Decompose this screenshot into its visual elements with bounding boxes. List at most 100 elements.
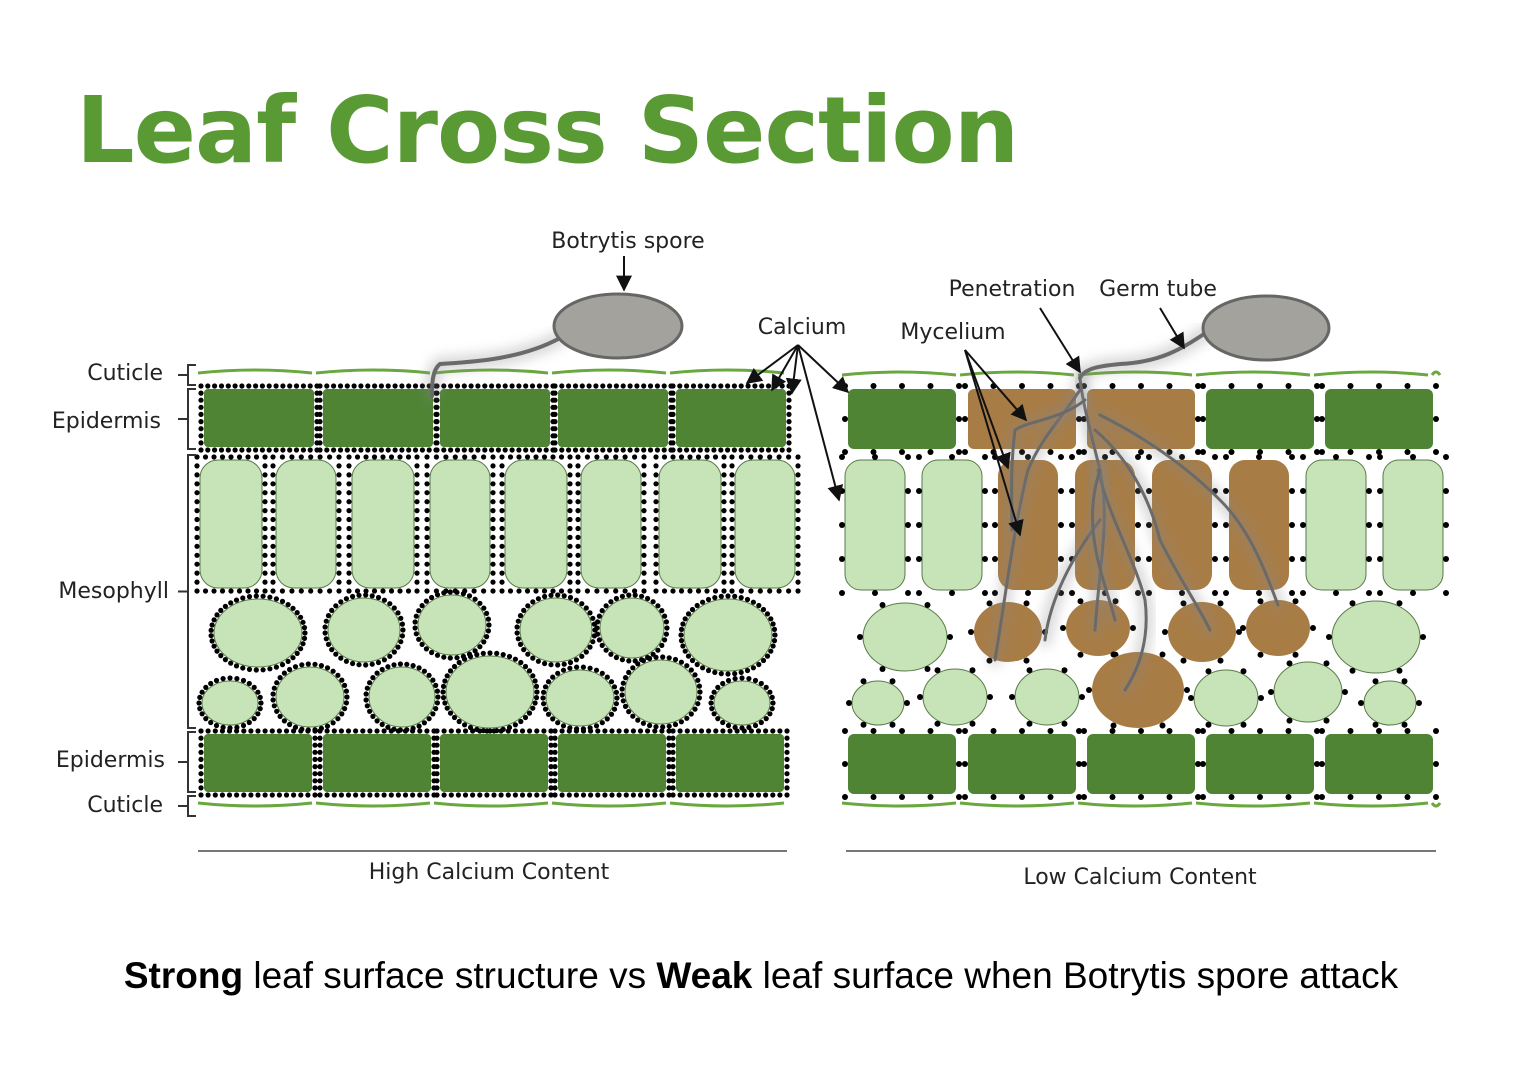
calcium-dot <box>441 590 447 596</box>
calcium-dot <box>634 447 640 453</box>
calcium-dot <box>764 653 771 659</box>
calcium-dot <box>641 508 647 514</box>
calcium-dot <box>786 454 792 460</box>
calcium-dot <box>738 383 744 389</box>
calcium-dot <box>611 706 618 712</box>
calcium-dot <box>227 725 233 731</box>
cuticle-segment <box>315 801 431 808</box>
calcium-dot <box>289 588 295 594</box>
calcium-dot <box>198 404 204 410</box>
calcium-dot <box>684 715 690 721</box>
penetration-label: Penetration <box>949 277 1076 302</box>
calcium-dot <box>1047 794 1054 800</box>
page-title: Leaf Cross Section <box>76 77 1019 184</box>
calcium-dot <box>664 625 670 631</box>
calcium-dot <box>575 552 581 558</box>
calcium-dot <box>692 672 698 678</box>
calcium-dot <box>487 650 493 656</box>
calcium-dot <box>613 654 620 661</box>
calcium-dot <box>317 454 323 460</box>
calcium-dot <box>729 481 735 487</box>
calcium-dot <box>392 383 398 389</box>
calcium-dot <box>434 735 440 741</box>
epidermis-cell <box>204 389 314 447</box>
calcium-dot <box>1333 454 1339 460</box>
calcium-dot <box>725 671 731 677</box>
calcium-dot <box>512 728 519 734</box>
calcium-dot <box>517 613 524 619</box>
calcium-dot <box>287 666 293 673</box>
calcium-dot <box>270 579 276 585</box>
calcium-dot <box>641 481 647 487</box>
calcium-dot <box>1289 454 1295 460</box>
calcium-dot <box>560 667 567 673</box>
calcium-dot <box>567 665 573 671</box>
calcium-dot <box>424 472 430 478</box>
calcium-dot <box>337 383 344 389</box>
calcium-dot <box>351 447 357 453</box>
calcium-dot <box>637 728 644 734</box>
hypha <box>1098 413 1280 607</box>
calcium-dot <box>1300 556 1306 562</box>
calcium-dot <box>729 472 735 478</box>
calcium-dot <box>329 647 335 653</box>
calcium-dot <box>1319 761 1325 767</box>
calcium-dot <box>641 579 647 585</box>
calcium-dot <box>1195 416 1201 422</box>
calcium-dot <box>530 655 536 661</box>
calcium-dot <box>746 676 752 682</box>
calcium-dot <box>346 588 352 594</box>
calcium-dot <box>1223 522 1229 528</box>
calcium-dot <box>1200 449 1206 455</box>
calcium-dot <box>262 552 268 558</box>
calcium-dot <box>784 728 790 734</box>
calcium-dot <box>653 561 659 567</box>
calcium-dot <box>433 454 439 460</box>
calcium-dot <box>462 792 469 798</box>
calcium-dot <box>750 665 757 671</box>
calcium-dot <box>440 689 446 695</box>
calcium-dot <box>586 447 592 453</box>
calcium-dot <box>434 792 440 798</box>
calcium-dot <box>1212 556 1218 562</box>
epidermis-cell <box>440 389 550 447</box>
calcium-dot <box>741 792 747 798</box>
calcium-dot <box>725 677 732 684</box>
calcium-dot <box>364 703 370 709</box>
calcium-dot <box>705 667 712 674</box>
calcium-dot <box>406 447 412 453</box>
calcium-dot <box>725 383 731 389</box>
calcium-dot <box>255 711 261 717</box>
calcium-dot <box>468 383 474 389</box>
calcium-dot <box>1228 449 1235 455</box>
calcium-dot <box>645 595 651 602</box>
calcium-dot <box>270 570 276 576</box>
calcium-dot <box>670 728 676 734</box>
calcium-dot <box>548 662 554 668</box>
calcium-dot <box>211 454 217 460</box>
calcium-dot <box>587 644 593 650</box>
calcium-dot <box>857 634 863 640</box>
calcium-dot <box>414 454 420 460</box>
calcium-dot <box>248 792 254 798</box>
calcium-dot <box>770 792 776 798</box>
calcium-dot <box>541 689 547 695</box>
calcium-dot <box>752 383 758 389</box>
calcium-dot <box>1347 449 1354 455</box>
calcium-dot <box>770 728 776 734</box>
calcium-dot <box>1081 449 1087 455</box>
calcium-dot <box>744 596 751 603</box>
calcium-dot <box>1086 687 1092 693</box>
calcium-dot <box>271 685 277 691</box>
calcium-dot <box>1200 794 1206 800</box>
calcium-dot <box>1433 728 1439 734</box>
calcium-dot <box>228 454 234 460</box>
calcium-dot <box>434 592 441 598</box>
calcium-dot <box>211 643 217 649</box>
caption: Strong leaf surface structure vs Weak le… <box>0 955 1522 997</box>
calcium-dot <box>398 615 404 621</box>
calcium-dot <box>695 677 701 683</box>
calcium-dot <box>279 662 286 668</box>
calcium-dot <box>317 440 323 446</box>
calcium-dot <box>533 683 540 690</box>
